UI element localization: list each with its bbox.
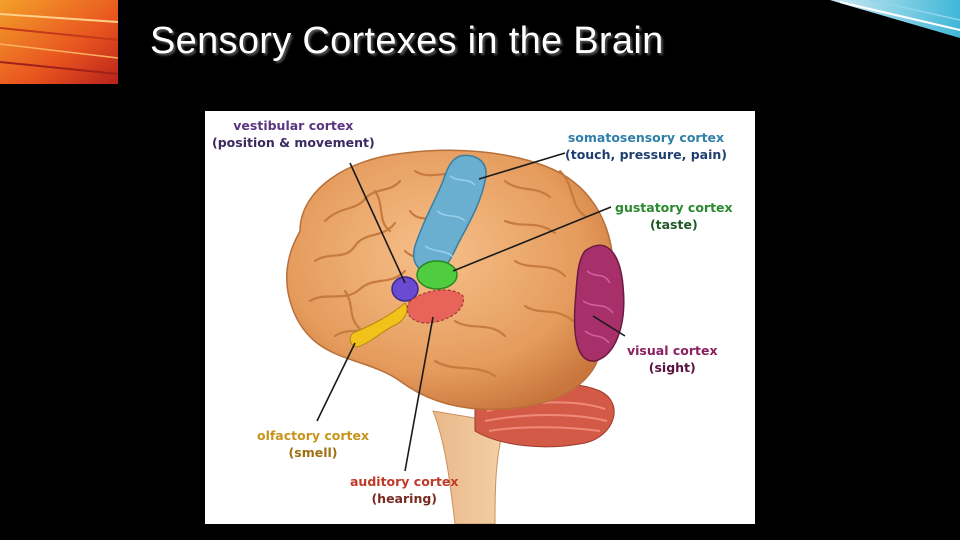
slide-title: Sensory Cortexes in the Brain: [150, 20, 664, 62]
decorative-corner-right: [830, 0, 960, 38]
decorative-corner-left: [0, 0, 119, 84]
label-vestibular-cortex: vestibular cortex (position & movement): [212, 117, 375, 151]
vestibular-region: [391, 276, 419, 302]
label-vestibular-desc: (position & movement): [212, 135, 375, 150]
label-somatosensory-name: somatosensory cortex: [567, 130, 725, 145]
olfactory-region: [349, 302, 408, 348]
visual-cortex-region: [573, 244, 625, 362]
auditory-region: [406, 289, 464, 324]
label-visual-cortex: visual cortex (sight): [627, 342, 718, 376]
label-gustatory-cortex: gustatory cortex (taste): [615, 199, 733, 233]
label-olfactory-name: olfactory cortex: [257, 428, 370, 443]
label-gustatory-desc: (taste): [649, 217, 698, 232]
brain-illustration: [286, 149, 626, 524]
gustatory-region: [416, 260, 458, 290]
label-gustatory-name: gustatory cortex: [615, 200, 733, 215]
label-somatosensory-desc: (touch, pressure, pain): [565, 147, 727, 162]
label-auditory-cortex: auditory cortex (hearing): [350, 473, 458, 507]
brain-diagram: vestibular cortex (position & movement) …: [205, 111, 755, 524]
label-auditory-name: auditory cortex: [350, 474, 459, 489]
label-olfactory-desc: (smell): [288, 445, 338, 460]
label-visual-name: visual cortex: [627, 343, 718, 358]
label-vestibular-name: vestibular cortex: [233, 118, 354, 133]
brain-stem: [432, 410, 506, 524]
label-visual-desc: (sight): [648, 360, 696, 375]
label-olfactory-cortex: olfactory cortex (smell): [257, 427, 369, 461]
leader-lines: [316, 152, 626, 472]
label-somatosensory-cortex: somatosensory cortex (touch, pressure, p…: [565, 129, 727, 163]
label-auditory-desc: (hearing): [371, 491, 438, 506]
